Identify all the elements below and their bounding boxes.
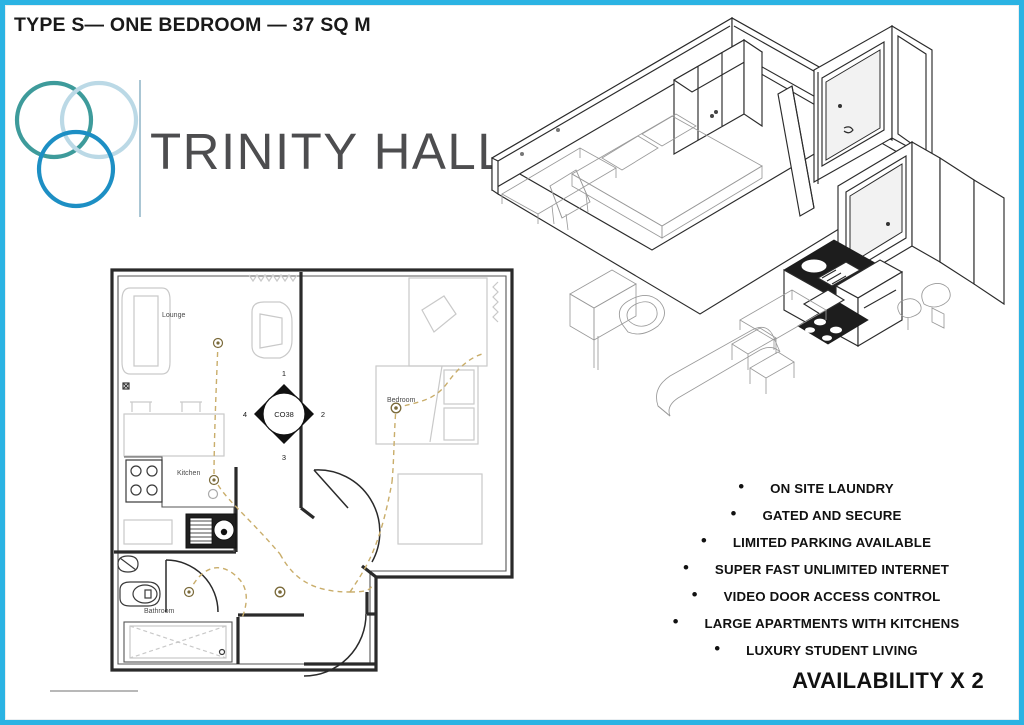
room-label-bathroom: Bathroom: [144, 608, 175, 615]
feature-label: GATED AND SECURE: [762, 508, 902, 523]
feature-label: SUPER FAST UNLIMITED INTERNET: [714, 562, 950, 577]
page-title: TYPE S— ONE BEDROOM — 37 SQ M: [14, 14, 371, 36]
iso-wardrobe: [672, 38, 764, 155]
iso-dining: [731, 289, 827, 394]
iso-sanitary: [897, 283, 951, 330]
room-label-bedroom: Bedroom: [387, 397, 416, 404]
room-label-kitchen: Kitchen: [177, 470, 200, 477]
electrical-points: [183, 337, 402, 598]
feature-label: LUXURY STUDENT LIVING: [746, 643, 918, 658]
marker-number-3: 3: [282, 453, 286, 462]
floorplan-drawing: Lounge: [104, 262, 520, 698]
list-item: • LIMITED PARKING AVAILABLE: [630, 529, 1002, 556]
bullet-icon: •: [672, 612, 679, 631]
marker-number-4: 4: [243, 410, 247, 419]
isometric-apartment-cutaway-icon: [462, 8, 1022, 458]
list-item: • LUXURY STUDENT LIVING: [630, 637, 1002, 664]
feature-label: VIDEO DOOR ACCESS CONTROL: [723, 589, 941, 604]
marker-number-1: 1: [282, 369, 286, 378]
bullet-icon: •: [730, 504, 737, 523]
scale-bar: [50, 690, 138, 692]
feature-label: LARGE APARTMENTS WITH KITCHENS: [704, 616, 960, 631]
feature-label: ON SITE LAUNDRY: [770, 481, 894, 496]
circulation-paths: [183, 337, 483, 619]
iso-sofa: [656, 326, 781, 417]
brand-logo-block: TRINITY HALL: [8, 72, 506, 227]
kitchen-fixtures: Kitchen: [123, 456, 237, 552]
list-item: • GATED AND SECURE: [630, 502, 1002, 529]
three-overlapping-circles-icon: [10, 72, 142, 222]
bathroom-fixtures: Bathroom: [117, 555, 233, 663]
brand-wordmark: TRINITY HALL: [150, 123, 508, 180]
list-item: • VIDEO DOOR ACCESS CONTROL: [630, 583, 1002, 610]
list-item: • LARGE APARTMENTS WITH KITCHENS: [630, 610, 1002, 637]
iso-armchair: [618, 295, 665, 335]
iso-bed: [571, 113, 763, 239]
bullet-icon: •: [738, 477, 745, 496]
features-list: • ON SITE LAUNDRY • GATED AND SECURE • L…: [630, 475, 1002, 664]
lounge-furniture: Lounge: [121, 273, 298, 457]
kitchen-sink: [185, 513, 237, 549]
bedroom-furniture: Bedroom: [375, 277, 499, 545]
feature-label: LIMITED PARKING AVAILABLE: [732, 535, 932, 550]
unit-code-marker: CO38 1 2 3 4: [243, 369, 325, 462]
floorplan-walls: [110, 268, 514, 672]
iso-desk-chair: [501, 147, 617, 231]
list-item: • SUPER FAST UNLIMITED INTERNET: [630, 556, 1002, 583]
iso-kitchen: [783, 239, 904, 348]
bullet-icon: •: [700, 531, 707, 550]
unit-code-text: CO38: [274, 410, 294, 419]
bullet-icon: •: [682, 558, 689, 577]
bullet-icon: •: [691, 585, 698, 604]
door-swings: [303, 469, 381, 677]
availability-text: AVAILABILITY X 2: [792, 668, 984, 693]
room-label-lounge: Lounge: [162, 312, 185, 319]
logo-divider: [139, 80, 141, 217]
list-item: • ON SITE LAUNDRY: [630, 475, 1002, 502]
marker-number-2: 2: [321, 410, 325, 419]
bullet-icon: •: [714, 639, 721, 658]
